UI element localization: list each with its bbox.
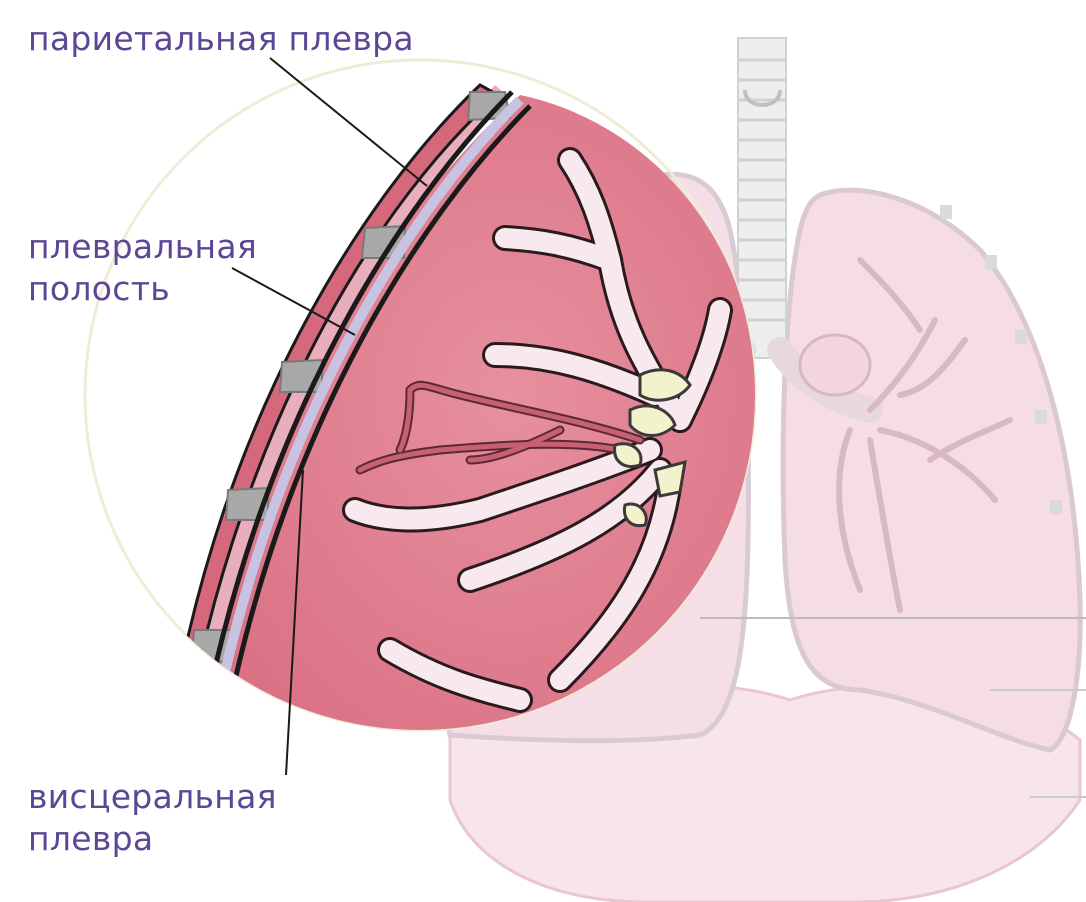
label-parietal-pleura-text: париетальная плевра [28, 18, 414, 60]
left-lung [783, 190, 1080, 750]
hilum-node [800, 335, 870, 395]
label-visceral-pleura-line1: висцеральная [28, 776, 277, 818]
label-parietal-pleura: париетальная плевра [28, 18, 414, 60]
label-visceral-pleura-line2: плевра [28, 818, 277, 860]
leader-parietal [270, 58, 427, 186]
label-pleural-cavity: плевральная полость [28, 226, 257, 310]
label-pleural-cavity-line2: полость [28, 268, 257, 310]
label-visceral-pleura: висцеральная плевра [28, 776, 277, 860]
label-pleural-cavity-line1: плевральная [28, 226, 257, 268]
